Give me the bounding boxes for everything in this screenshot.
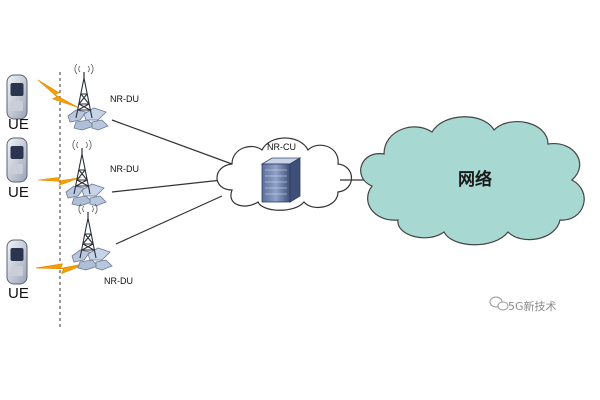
cell-tower-icon-3	[71, 203, 113, 271]
cell-tower-icon-1	[67, 63, 109, 131]
cu-label: NR-CU	[267, 142, 296, 152]
du-label-3: NR-DU	[104, 276, 133, 286]
du-label-1: NR-DU	[110, 94, 139, 104]
ue-label-3: UE	[8, 285, 29, 302]
ue-label-2: UE	[8, 184, 29, 201]
link-du1-cu	[111, 119, 233, 165]
ue-phone-icon-2	[6, 137, 28, 183]
watermark-text: 5G新技术	[508, 300, 557, 313]
ue-label-1: UE	[8, 116, 29, 133]
network-label: 网络	[458, 170, 492, 190]
cell-tower-icon-2	[65, 139, 107, 207]
network-cloud-shape	[360, 116, 585, 246]
ue-phone-icon-3	[6, 239, 28, 285]
link-du2-cu	[111, 179, 223, 193]
wechat-icon	[489, 296, 509, 311]
du-label-2: NR-DU	[110, 164, 139, 174]
link-du3-cu	[115, 195, 223, 245]
lightning-icon-1	[37, 79, 79, 108]
ue-phone-icon-1	[6, 74, 28, 120]
server-icon	[260, 157, 302, 203]
